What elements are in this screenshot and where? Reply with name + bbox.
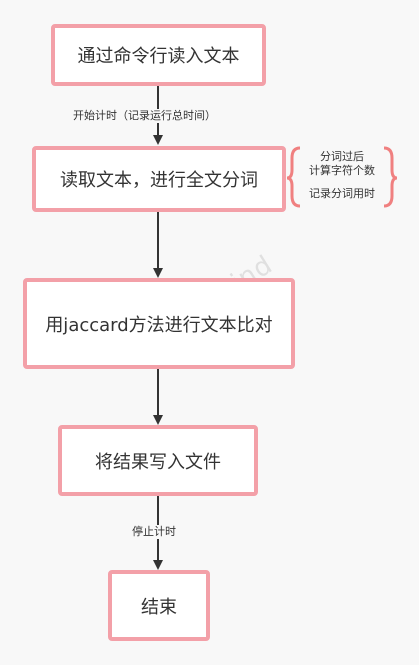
node-write[interactable]: 将结果写入文件 (58, 425, 258, 496)
note-timing: 记录分词用时 (309, 187, 375, 200)
node-jaccard[interactable]: 用jaccard方法进行文本比对 (23, 278, 295, 369)
node-read-split[interactable]: 读取文本，进行全文分词 (32, 146, 286, 212)
node-read-args[interactable]: 通过命令行读入文本 (51, 24, 266, 86)
edge-label-stop-timing: 停止计时 (132, 525, 176, 539)
note-char-count-line2: 计算字符个数 (309, 164, 375, 177)
note-char-count: 分词过后 计算字符个数 (296, 150, 388, 178)
node-end[interactable]: 结束 (108, 570, 210, 641)
note-bracket-right (383, 146, 398, 208)
edge-label-start-timing: 开始计时（记录运行总时间） (73, 109, 216, 123)
note-bracket-left (286, 146, 301, 208)
note-char-count-line1: 分词过后 (320, 150, 364, 163)
